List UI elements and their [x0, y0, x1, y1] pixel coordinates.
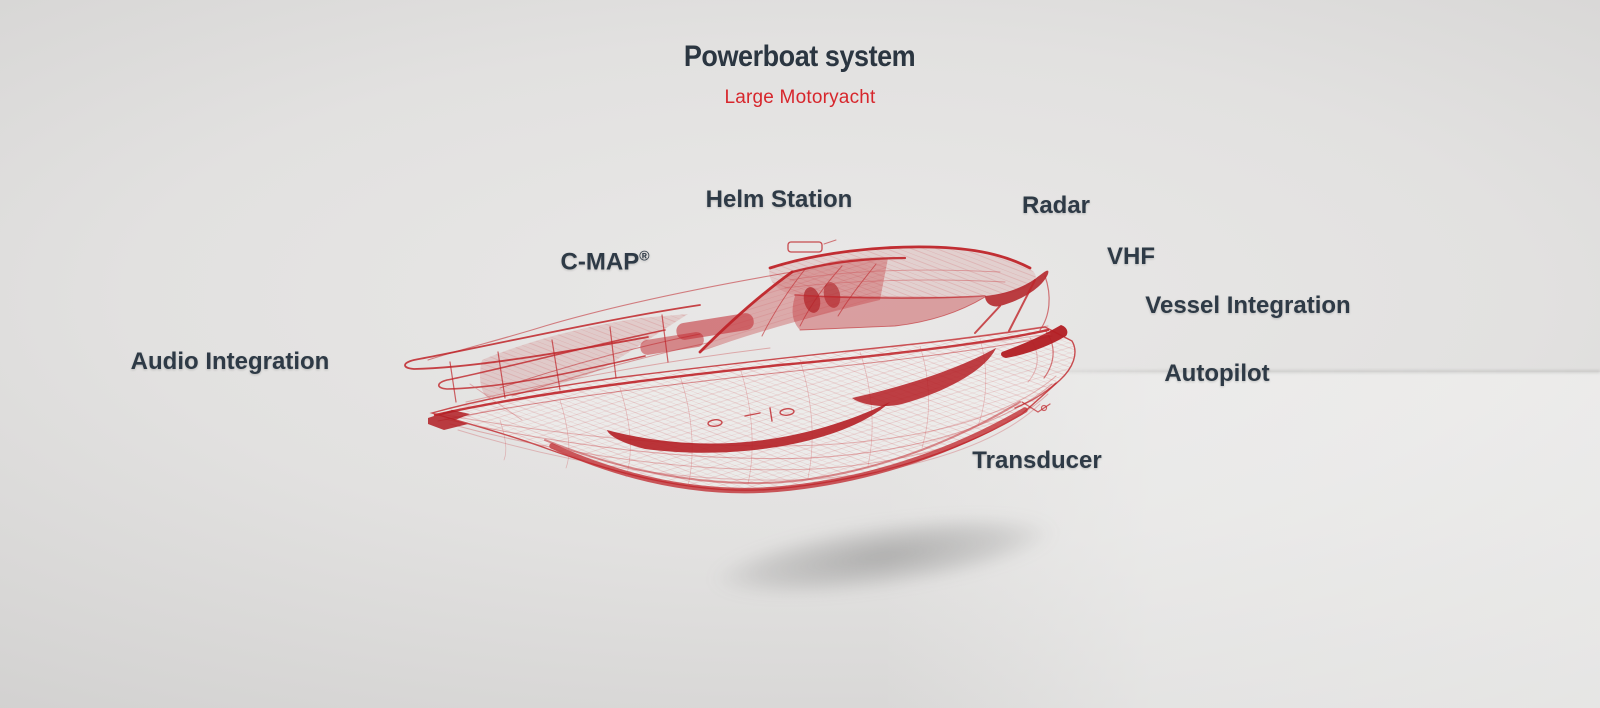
hull — [429, 325, 1076, 494]
hotspot-audio-integration[interactable]: Audio Integration — [130, 348, 330, 375]
bow-pulpit — [428, 410, 470, 430]
hotspot-c-map[interactable]: C-MAP® — [560, 247, 650, 276]
page-header: Powerboat system Large Motoryacht — [0, 42, 1600, 109]
hotspot-radar[interactable]: Radar — [1021, 192, 1091, 219]
floor-horizon-line — [960, 370, 1600, 373]
page-title: Powerboat system — [684, 40, 916, 73]
hull-accent-stripe — [607, 402, 890, 453]
hotspot-vessel-integration[interactable]: Vessel Integration — [1145, 292, 1351, 319]
outdrive — [1014, 382, 1057, 413]
registered-trademark-symbol: ® — [639, 247, 650, 264]
hotspot-transducer[interactable]: Transducer — [972, 447, 1102, 474]
hotspot-vhf[interactable]: VHF — [1107, 243, 1155, 270]
hotspot-helm-station[interactable]: Helm Station — [705, 186, 853, 213]
cabin-superstructure — [698, 239, 1051, 361]
page-subtitle: Large Motoryacht — [724, 87, 876, 108]
hotspot-autopilot[interactable]: Autopilot — [1164, 360, 1270, 387]
bow-railing — [404, 271, 793, 430]
